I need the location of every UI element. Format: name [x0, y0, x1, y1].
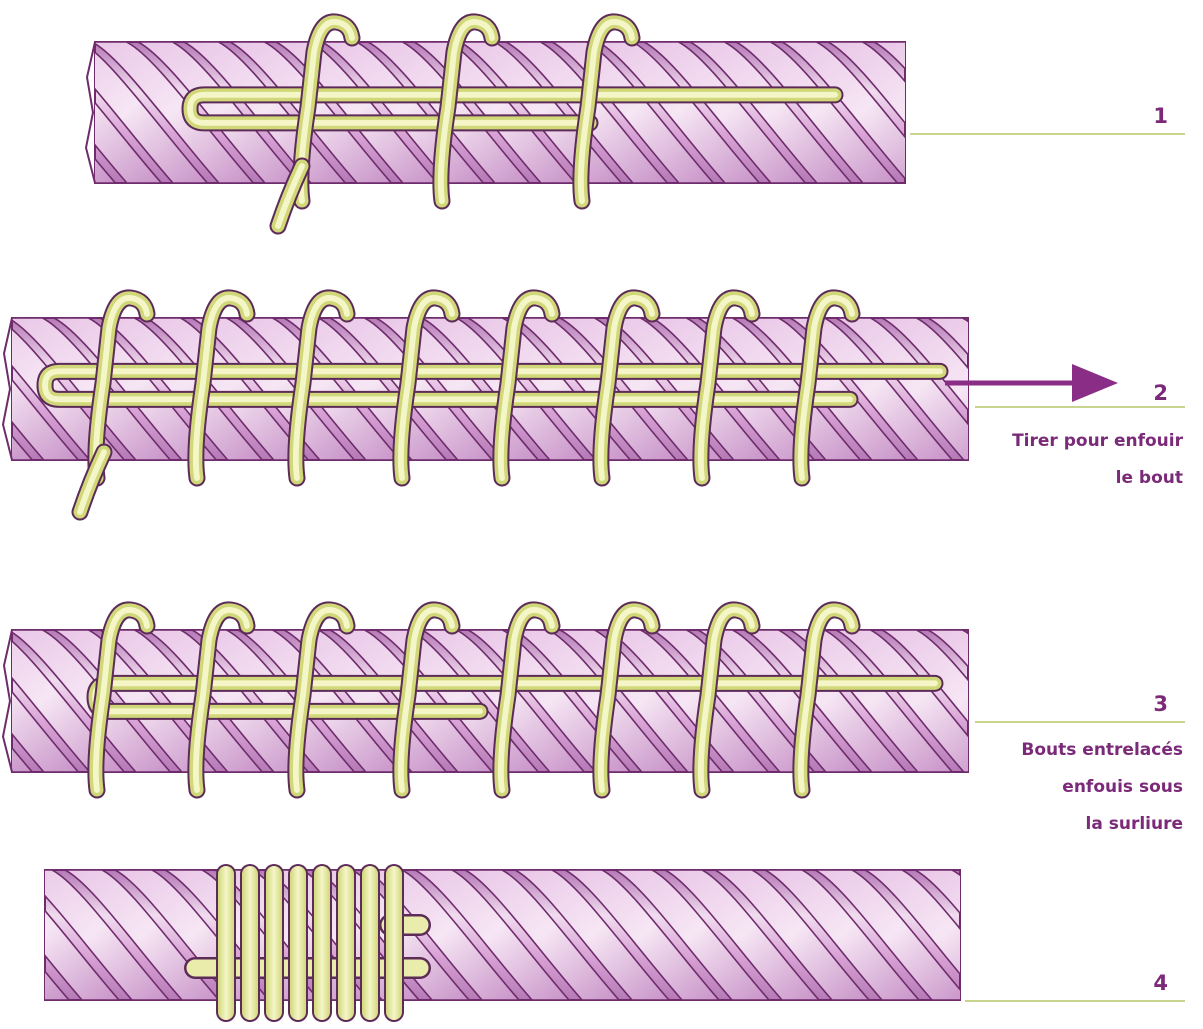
rope-step-2	[0, 298, 1203, 512]
twine-turn-3	[266, 866, 282, 1020]
rope-step-3	[0, 610, 1203, 790]
rope-step-1	[0, 22, 1173, 226]
rope-step-4	[0, 864, 1203, 1022]
step-3-caption-line-2: enfouis sous	[1062, 777, 1183, 797]
step-4-number: 4	[1153, 971, 1168, 995]
step-1-number: 1	[1153, 104, 1168, 128]
step-3-number: 3	[1153, 692, 1168, 716]
step-2-number: 2	[1153, 381, 1168, 405]
twine-turn-1	[218, 866, 234, 1020]
step-2-caption-line-1: Tirer pour enfouir	[1012, 431, 1184, 451]
twine-turn-7	[362, 866, 378, 1020]
whipping-twine	[195, 864, 420, 1022]
twine-turn-6	[338, 866, 354, 1020]
step-3-caption-line-1: Bouts entrelacés	[1021, 740, 1183, 760]
twine-turn-4	[290, 866, 306, 1020]
twine-turn-5	[314, 866, 330, 1020]
twine-turn-2	[242, 866, 258, 1020]
pull-arrow-icon	[945, 364, 1118, 402]
step-3-caption-line-3: la surliure	[1086, 814, 1184, 834]
step-2-caption-line-2: le bout	[1116, 468, 1183, 488]
twine-turn-8	[386, 866, 402, 1020]
